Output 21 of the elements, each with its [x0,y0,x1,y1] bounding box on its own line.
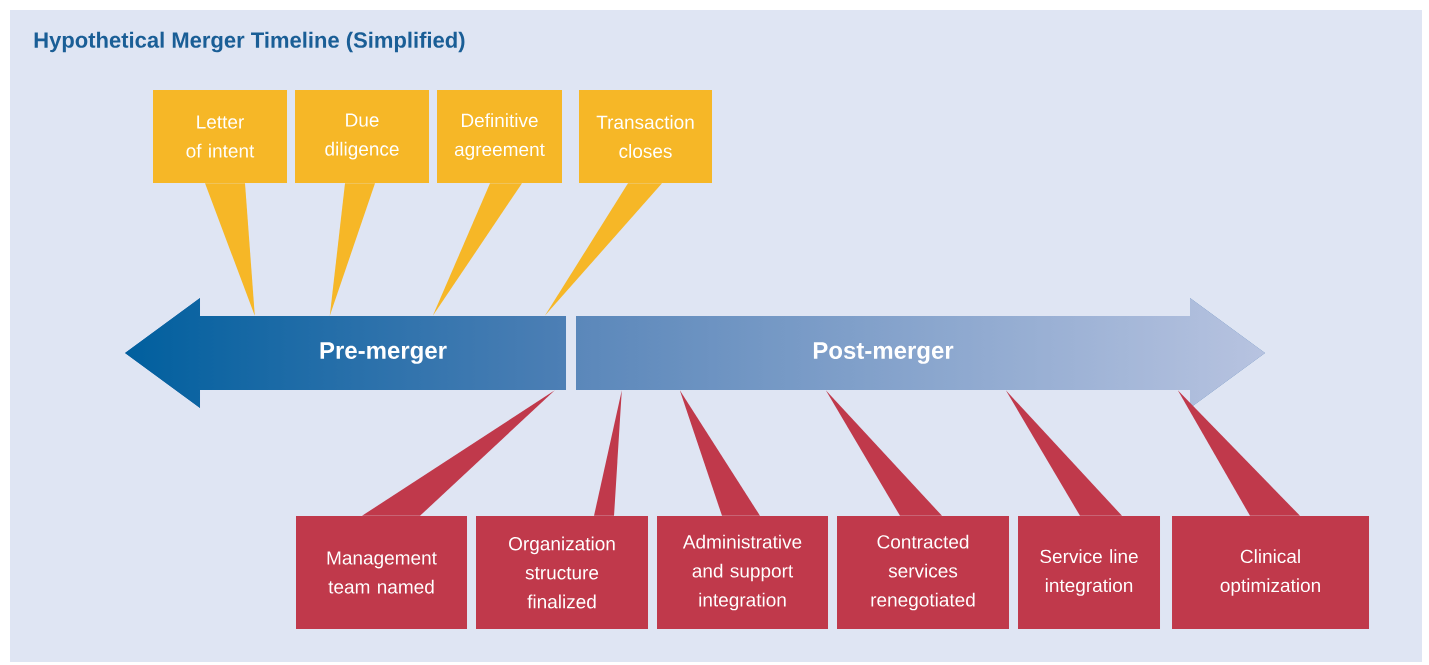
callout-pointer [825,390,942,516]
callout-pointer [594,390,622,516]
callout-box: Service line integration [1018,516,1160,629]
callout-box: Transaction closes [579,90,712,183]
callout-box: Contracted services renegotiated [837,516,1009,629]
callout-pointer [1177,390,1300,516]
callout-box: Definitive agreement [437,90,562,183]
callout-pointer [1005,390,1122,516]
title: Hypothetical Merger Timeline (Simplified) [34,31,465,53]
callout-pointer [205,183,255,316]
callout-box: Organization structure finalized [476,516,648,629]
callout-pointer [544,183,662,316]
callout-pointer [679,390,760,516]
callout-pointer [329,183,375,316]
callout-box: Clinical optimization [1172,516,1369,629]
callout-box: Administrative and support integration [657,516,828,629]
callout-pointer [432,183,522,316]
callout-box: Due diligence [295,90,429,183]
callout-box: Letter of intent [153,90,287,183]
callout-pointer [362,390,555,516]
callout-box: Management team named [296,516,467,629]
